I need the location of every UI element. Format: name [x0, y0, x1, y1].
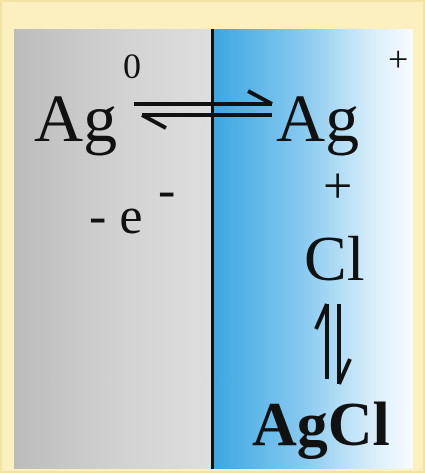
metal-species-label: Ag — [34, 80, 118, 156]
horizontal-equilibrium-arrow-icon — [134, 89, 273, 130]
electrode-panel: Ag 0 - e - Ag + + Cl AgCl — [14, 29, 413, 469]
ion-species-label: Ag — [276, 80, 360, 156]
vertical-equilibrium-arrow-icon — [314, 303, 352, 385]
electron-label: - e — [89, 188, 143, 245]
metal-charge-label: 0 — [123, 46, 141, 86]
precipitate-label: AgCl — [252, 391, 390, 459]
ion-charge-label: + — [388, 39, 409, 79]
electrode-interface-line — [211, 29, 214, 469]
anion-label: Cl — [304, 223, 365, 294]
plus-label: + — [323, 158, 353, 215]
electron-charge-label: - — [158, 162, 176, 219]
arrows-layer — [134, 89, 352, 385]
